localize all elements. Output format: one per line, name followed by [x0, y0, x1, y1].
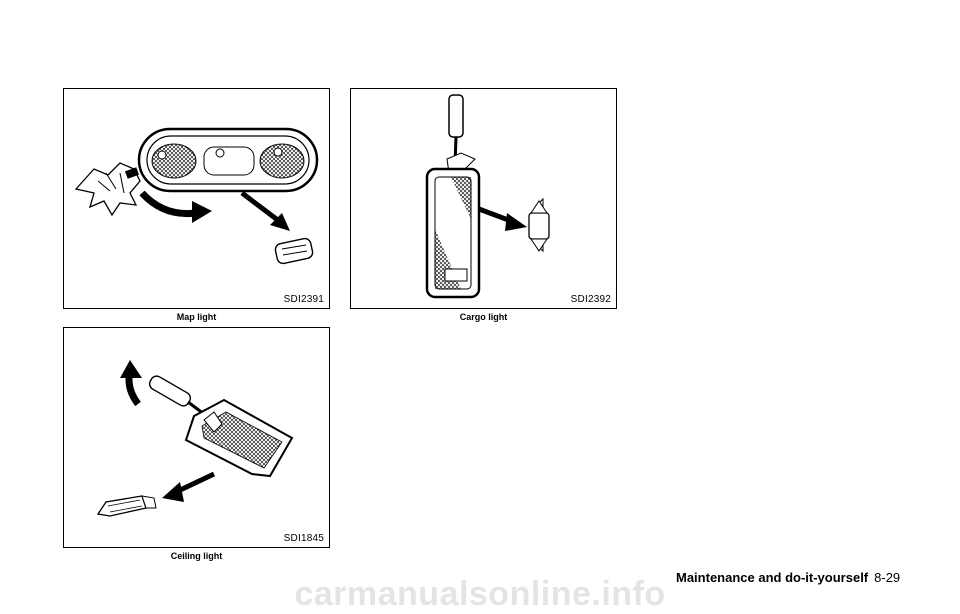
figure-caption: Ceiling light [170, 551, 223, 561]
figure-caption: Map light [176, 312, 217, 322]
figure-code: SDI2391 [283, 294, 324, 305]
map-light-figure: SDI2391 [63, 88, 330, 309]
figure-caption: Cargo light [459, 312, 508, 322]
page-number: 8-29 [874, 570, 901, 585]
page-footer: Maintenance and do-it-yourself 8-29 [676, 570, 900, 585]
figure-code: SDI2392 [570, 294, 611, 305]
watermark: carmanualsonline.info [294, 575, 666, 613]
ceiling-light-illustration-icon [96, 360, 294, 517]
cargo-light-figure: SDI2392 [350, 88, 617, 309]
section-title: Maintenance and do-it-yourself [676, 570, 869, 585]
map-light-illustration-icon [74, 127, 319, 265]
ceiling-light-figure: SDI1845 [63, 327, 330, 548]
figure-code: SDI1845 [283, 533, 324, 544]
cargo-light-illustration-icon [425, 94, 550, 299]
